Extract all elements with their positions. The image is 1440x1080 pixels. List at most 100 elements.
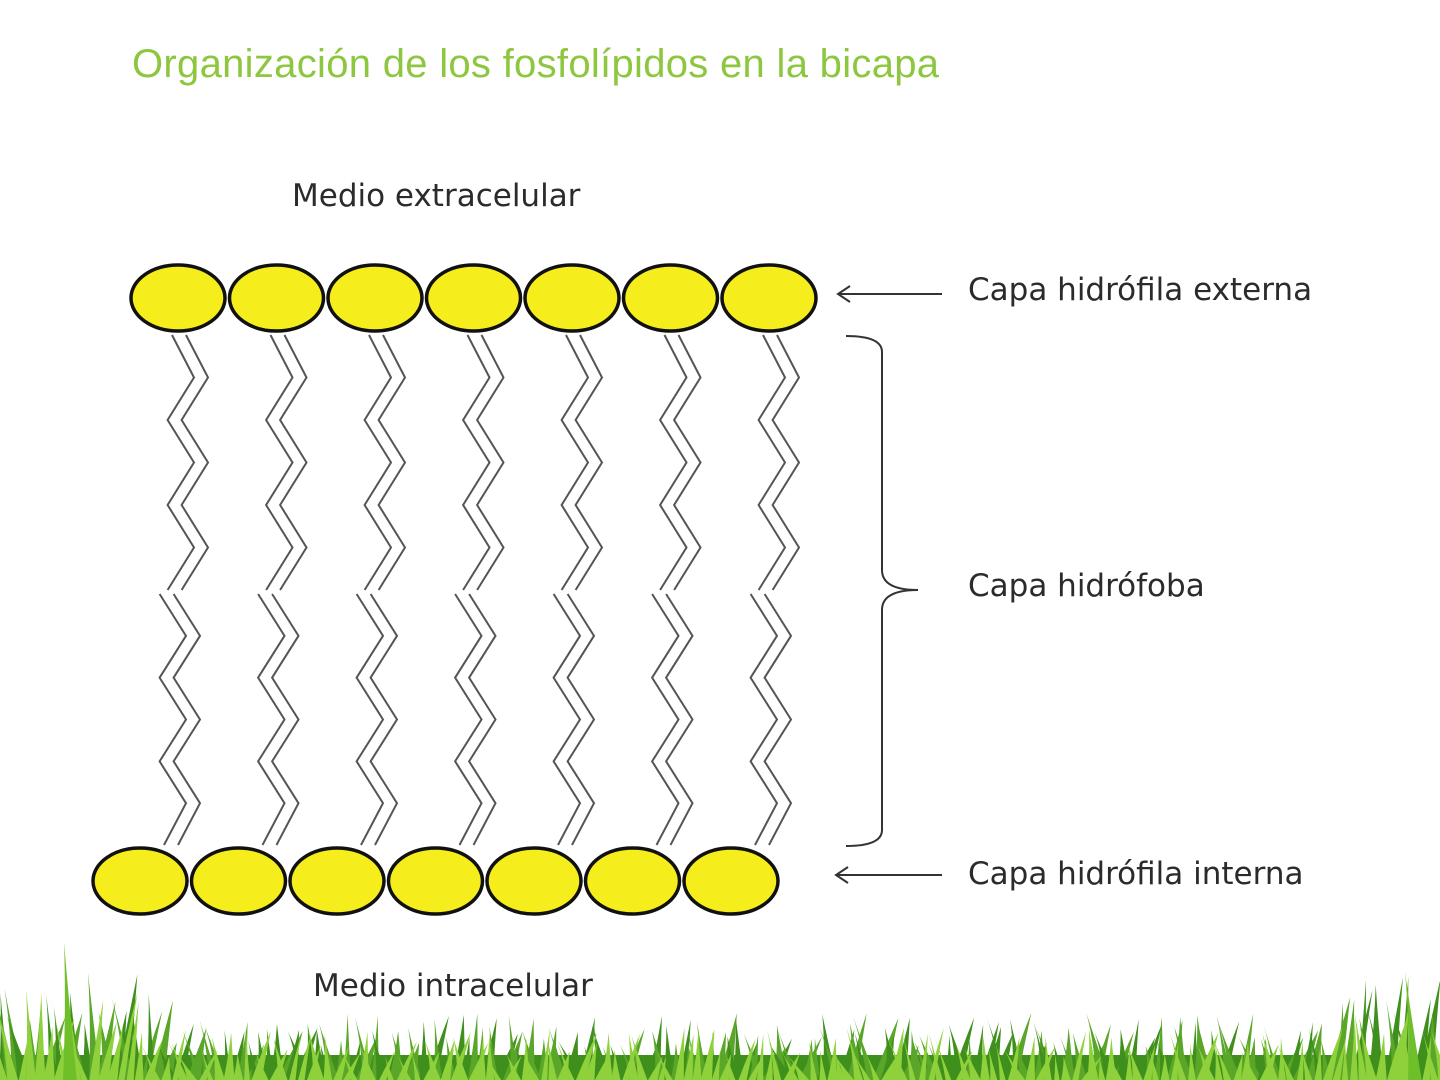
grass-blade xyxy=(126,1001,139,1080)
grass-blade xyxy=(827,1037,837,1080)
grass-blade xyxy=(1341,1039,1349,1080)
grass-blade xyxy=(663,1025,675,1080)
hydrophobic-tails xyxy=(158,334,801,846)
grass-blade xyxy=(1350,1017,1358,1080)
grass-blade xyxy=(658,1055,667,1080)
grass-blade xyxy=(7,1016,32,1080)
grass-blade xyxy=(884,1027,900,1080)
grass-blade xyxy=(232,1053,244,1080)
inner-phospholipid-head xyxy=(91,846,189,916)
grass-blade xyxy=(63,942,77,1080)
grass-blade xyxy=(0,1019,19,1080)
grass-blade xyxy=(719,1053,732,1080)
grass-blade xyxy=(4,988,24,1080)
grass-blade xyxy=(199,1049,218,1080)
grass-blade xyxy=(1196,1032,1219,1080)
grass-blade xyxy=(1169,1032,1187,1080)
grass-blade xyxy=(933,1033,952,1080)
grass-blade xyxy=(467,1013,479,1080)
grass-blade xyxy=(893,1017,910,1080)
grass-blade xyxy=(308,1029,325,1080)
grass-blade xyxy=(846,1027,864,1080)
grass-blade xyxy=(1160,1053,1170,1080)
outer-phospholipid-head xyxy=(720,263,818,333)
inner-phospholipid-head xyxy=(288,846,386,916)
grass-blade xyxy=(87,972,101,1080)
grass-blade xyxy=(1149,1050,1159,1080)
inner-phospholipid-head xyxy=(682,846,780,916)
grass-blade xyxy=(556,1042,575,1080)
grass-blade xyxy=(158,1042,177,1080)
grass-blade xyxy=(984,1026,1002,1080)
grass-blade xyxy=(1332,1039,1346,1080)
grass-blade xyxy=(593,1024,604,1080)
grass-blade xyxy=(1044,1036,1052,1080)
outer-layer-arrow xyxy=(836,285,942,303)
grass-blade xyxy=(1125,1045,1133,1080)
grass-blade xyxy=(349,1040,361,1080)
grass-blade xyxy=(1342,999,1355,1080)
grass-blade xyxy=(248,1040,260,1080)
grass-blade xyxy=(1140,1023,1163,1080)
grass-blade xyxy=(333,1046,349,1080)
grass-blade xyxy=(988,1047,998,1080)
extracellular-label: Medio extracelular xyxy=(292,178,581,214)
outer-phospholipid-head xyxy=(326,263,424,333)
grass-blade xyxy=(1233,1052,1244,1080)
grass-blade xyxy=(320,1045,332,1080)
outer-phospholipid-head xyxy=(129,263,227,333)
inner-tail-a xyxy=(749,593,779,846)
grass-blade xyxy=(1241,1041,1252,1080)
grass-blade xyxy=(1216,1019,1242,1080)
inner-tail-a xyxy=(158,593,188,846)
slide-title: Organización de los fosfolípidos en la b… xyxy=(132,42,940,86)
grass-blade xyxy=(107,1026,124,1080)
grass-blade xyxy=(944,1035,954,1080)
outer-tail-a xyxy=(560,334,590,591)
grass-blade xyxy=(1061,1056,1071,1080)
grass-blade xyxy=(1197,1046,1215,1080)
grass-blade xyxy=(541,1029,550,1080)
grass-blade xyxy=(1003,1049,1026,1080)
grass-blade xyxy=(783,1052,801,1080)
grass-blade xyxy=(425,1041,441,1080)
grass-blade xyxy=(634,1043,645,1080)
grass-blade xyxy=(601,1033,613,1080)
grass-blade xyxy=(118,992,138,1080)
grass-blade xyxy=(768,1042,794,1080)
grass-blade xyxy=(1314,1045,1322,1080)
grass-blade xyxy=(391,1032,408,1080)
grass-blade xyxy=(846,1013,867,1080)
grass-blade xyxy=(756,1033,764,1080)
grass-blade xyxy=(748,1056,763,1080)
inner-tail-a xyxy=(355,593,385,846)
inner-tail-a xyxy=(256,593,286,846)
grass-blade xyxy=(1354,1012,1368,1080)
grass-blade xyxy=(134,1032,144,1080)
grass-blade xyxy=(1387,1016,1408,1080)
grass-blade xyxy=(1321,1039,1332,1080)
grass-blade xyxy=(1170,1041,1179,1080)
outer-phospholipid-head xyxy=(424,263,523,333)
grass-blade xyxy=(954,1039,971,1080)
grass-blade xyxy=(1384,977,1403,1080)
grass-blade xyxy=(186,1028,207,1080)
grass-blade xyxy=(440,1039,455,1080)
outer-phospholipid-head xyxy=(227,263,326,333)
outer-layer-label: Capa hidrófila externa xyxy=(968,272,1313,308)
hydrophobic-layer-label: Capa hidrófoba xyxy=(968,568,1205,604)
grass-blade xyxy=(523,1053,540,1080)
grass-blade xyxy=(476,1035,486,1080)
grass-blade xyxy=(372,1030,387,1080)
grass-blade xyxy=(725,1053,736,1080)
grass-blade xyxy=(288,1031,312,1080)
grass-blade xyxy=(919,1035,941,1080)
grass-blade xyxy=(201,1044,212,1080)
grass-blade xyxy=(809,1041,818,1080)
grass-blade xyxy=(343,1052,361,1080)
grass-blade xyxy=(835,1053,846,1080)
outer-tail-b xyxy=(771,334,801,591)
grass-blade xyxy=(450,1032,471,1080)
grass-blade xyxy=(865,1052,880,1080)
grass-blade xyxy=(161,1056,172,1080)
